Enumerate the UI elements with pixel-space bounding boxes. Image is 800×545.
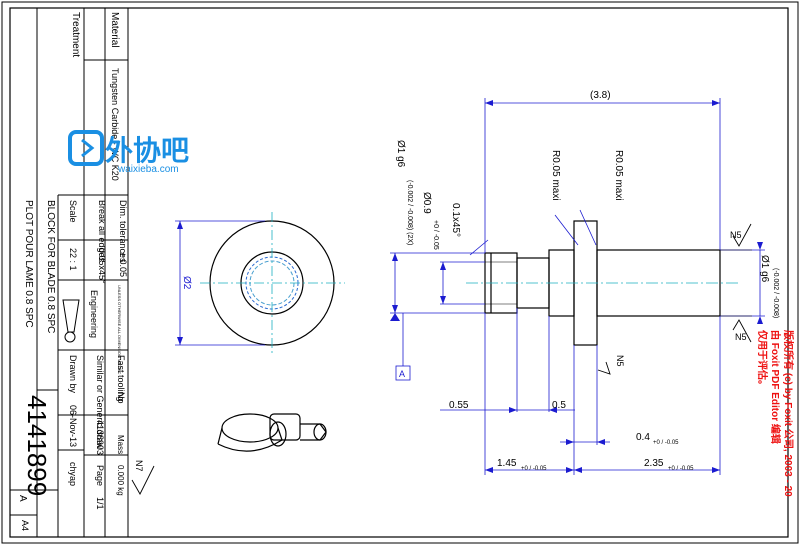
treatment-label: Treatment xyxy=(70,12,81,57)
foxit-line-1: 由 Foxit PDF Editor 编辑 xyxy=(769,330,782,444)
mass-label: Mass xyxy=(116,435,125,454)
roughness-symbols xyxy=(131,223,752,495)
units-note: UNLESS OTHERWISE ALL DIMENSION METRIC xyxy=(117,285,122,374)
part-title-fr: PLOT POUR LAME 0.8 SPC xyxy=(23,200,34,328)
foxit-line-3: 仅用于评估。 xyxy=(756,329,769,390)
drawn-name: chyap xyxy=(68,462,78,486)
side-view xyxy=(466,220,740,346)
fast-tooling-label: Fast tooling xyxy=(116,355,126,402)
mass-value: 0.000 kg xyxy=(116,465,125,496)
dim-145-tol: +0 / -0.05 xyxy=(521,466,547,472)
dim-235: 2.35 xyxy=(644,458,664,469)
scale-label: Scale xyxy=(68,200,78,223)
title-block-text: Material Treatment Tungsten Carbide - WC… xyxy=(17,12,128,531)
dim-145: 1.45 xyxy=(497,458,517,469)
page-label: Page xyxy=(95,465,105,486)
page-value: 1/1 xyxy=(95,497,105,510)
roughness-top: N5 xyxy=(730,230,742,240)
part-number: 4141899 xyxy=(22,395,52,496)
sheet-size: A4 xyxy=(20,520,30,531)
material-label: Material xyxy=(109,12,120,48)
dim-arrows xyxy=(390,100,763,473)
roughness-bottom: N5 xyxy=(735,332,747,342)
fast-tooling-value: No xyxy=(116,392,126,404)
dim-overall-length: (3.8) xyxy=(590,90,611,101)
revision-letter: A xyxy=(17,495,28,502)
dim-pin-diameter: Ø0.9 xyxy=(421,192,432,214)
dim-pin-tolerance: +0 / -0.05 xyxy=(432,220,439,250)
datum-label: A xyxy=(399,369,405,379)
logo-text: 外协吧 xyxy=(105,134,189,167)
dim-tolerances-label: Dim. tolerances xyxy=(118,200,128,263)
iso-view xyxy=(217,413,327,452)
material-value: Tungsten Carbide - WC K20 xyxy=(110,68,120,181)
title-block xyxy=(10,8,129,537)
logo-url: waixieba.com xyxy=(117,164,179,175)
datum-frame xyxy=(395,365,411,381)
dim-right-tolerance: (-0.002 / -0.008) xyxy=(772,268,779,318)
dim-04-tol: +0 / -0.05 xyxy=(653,440,679,446)
dim-left-diameter: Ø1 g6 xyxy=(395,140,406,168)
end-view xyxy=(175,212,345,354)
dim-flange-diameter: Ø2 xyxy=(181,276,192,290)
dim-left-tolerance: (-0.002 / -0.008) (2X) xyxy=(406,180,413,245)
dim-chamfer: 0.1x45° xyxy=(450,203,461,237)
similar-label: Similar or Generic draw xyxy=(95,355,105,450)
dim-radius-right: R0.05 maxi xyxy=(613,150,624,201)
dim-235-tol: +0 / -0.05 xyxy=(668,466,694,472)
scale-value: 22 : 1 xyxy=(68,248,78,271)
foxit-watermark: 由 Foxit PDF Editor 编辑 版权所有 (c) by Foxit … xyxy=(756,329,795,497)
drawn-by-label: Drawn by xyxy=(68,355,78,394)
dim-04: 0.4 xyxy=(636,432,650,443)
dim-tolerances-value: ± 0.05 xyxy=(118,252,128,277)
break-edges-label: Break all edges xyxy=(97,200,107,263)
dim-055: 0.55 xyxy=(449,400,469,411)
dim-right-diameter: Ø1 g6 xyxy=(759,255,770,283)
dim-radius-left: R0.05 maxi xyxy=(550,150,561,201)
roughness-mid: N5 xyxy=(615,355,625,367)
roughness-general: N7 xyxy=(134,460,144,472)
foxit-line-2: 版权所有 (c) by Foxit 公司, 2003 - 20 xyxy=(782,330,795,497)
dim-05: 0.5 xyxy=(552,400,566,411)
part-title-en: BLOCK FOR BLADE 0.8 SPC xyxy=(45,200,56,333)
watermark-logo: 外协吧 waixieba.com xyxy=(68,130,189,175)
drawn-date: 06-Nov-13 xyxy=(68,405,78,447)
inner-border xyxy=(9,7,789,538)
break-edges-value: 0.05x45° xyxy=(97,248,107,284)
engineering-label: Engineering xyxy=(89,290,99,338)
dimension-lines xyxy=(390,98,765,475)
similar-value: 4138903 xyxy=(95,420,105,455)
